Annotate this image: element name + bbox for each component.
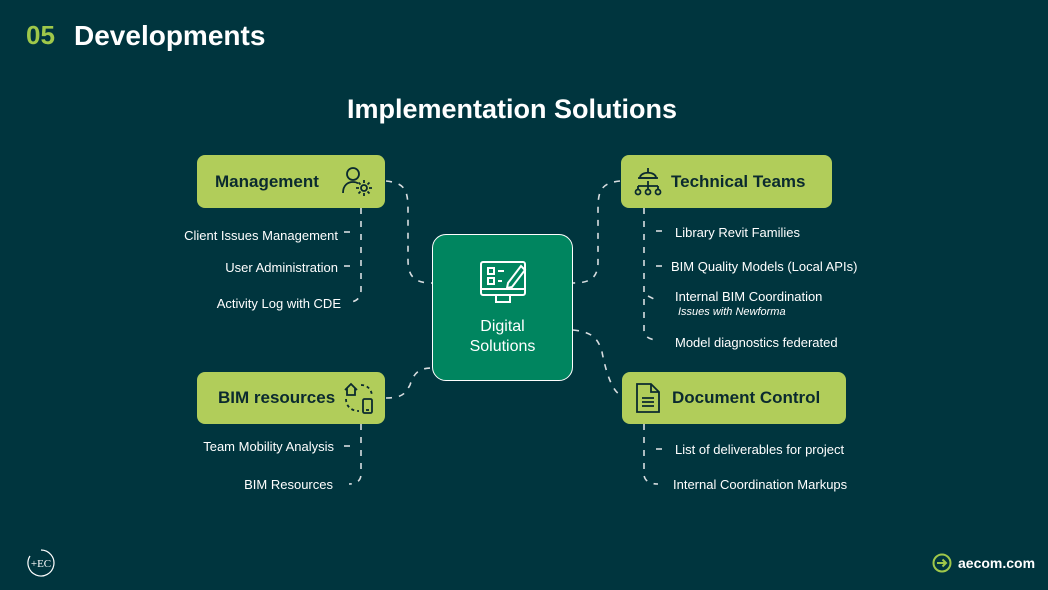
home-mobile-sync-icon (344, 382, 373, 414)
connector-bim-list (348, 424, 362, 485)
section-number: 05 (26, 20, 55, 50)
document-icon (636, 383, 660, 413)
aecom-brand: aecom.com (932, 553, 1035, 573)
page-title: Implementation Solutions (346, 94, 677, 124)
document-control-label: Document Control (672, 388, 821, 407)
team-hardhat-icon (634, 168, 662, 196)
connector-technical (572, 180, 621, 284)
technical-teams-pill: Technical Teams (621, 155, 832, 208)
management-item: Activity Log with CDE (216, 296, 341, 311)
aecom-brand-text: aecom.com (958, 555, 1036, 571)
technical-teams-item: Internal BIM Coordination (675, 289, 823, 304)
technical-teams-item: Library Revit Families (675, 225, 800, 240)
technical-teams-subnote: Issues with Newforma (678, 306, 786, 318)
management-pill: Management (197, 155, 385, 208)
management-item: Client Issues Management (184, 228, 338, 243)
document-control-item: Internal Coordination Markups (673, 477, 848, 492)
ec-logo: +EC (27, 549, 55, 577)
aecom-arrow-icon (932, 553, 952, 573)
document-control-pill: Document Control (622, 372, 846, 424)
center-label-line2: Solutions (469, 338, 536, 355)
connector-management (385, 180, 433, 284)
digital-solutions-box: Digital Solutions (432, 234, 573, 381)
technical-teams-label: Technical Teams (671, 171, 806, 191)
bim-resources-item: Team Mobility Analysis (203, 439, 334, 454)
center-label-line1: Digital (480, 318, 525, 335)
bim-resources-label: BIM resources (218, 388, 336, 407)
technical-teams-item: Model diagnostics federated (675, 335, 838, 350)
connector-document (572, 329, 623, 397)
connector-document-list (643, 424, 659, 485)
management-label: Management (215, 171, 319, 191)
monitor-checklist-icon (480, 261, 527, 303)
technical-teams-item: BIM Quality Models (Local APIs) (671, 259, 858, 274)
connector-management-list (348, 208, 362, 303)
section-title: Developments (74, 20, 266, 51)
bim-resources-item: BIM Resources (244, 477, 333, 492)
document-control-item: List of deliverables for project (675, 442, 845, 457)
management-item: User Administration (225, 260, 338, 275)
ec-logo-text: +EC (31, 558, 51, 570)
connector-technical-list (643, 208, 659, 341)
bim-resources-pill: BIM resources (197, 372, 385, 424)
connector-bim (385, 367, 433, 399)
center-label: Digital Solutions (433, 317, 572, 357)
user-gear-icon (342, 167, 372, 196)
